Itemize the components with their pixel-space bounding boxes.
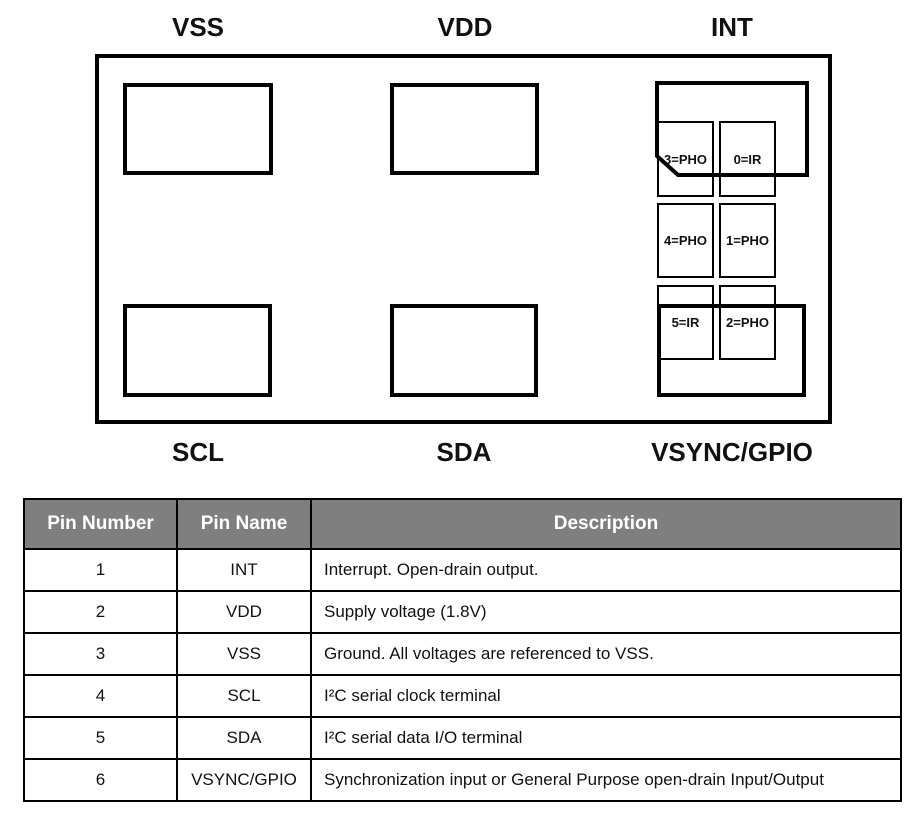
sensor-cell-1-pho: 1=PHO [719,203,776,278]
pin-number: 5 [23,716,178,760]
pin-name: SDA [176,716,312,760]
table-row: 6 VSYNC/GPIO Synchronization input or Ge… [23,758,902,802]
sensor-cell-label: 4=PHO [664,233,707,248]
header-pin-number: Pin Number [23,498,178,550]
pin-description: Synchronization input or General Purpose… [310,758,902,802]
sensor-cell-3-pho: 3=PHO [657,121,714,197]
pin-number: 6 [23,758,178,802]
sensor-cell-label: 1=PHO [726,233,769,248]
pad-scl [123,304,272,397]
pin-description: Interrupt. Open-drain output. [310,548,902,592]
table-header-row: Pin Number Pin Name Description [23,498,902,550]
sensor-cell-0-ir: 0=IR [719,121,776,197]
header-pin-name: Pin Name [176,498,312,550]
pin-description: I²C serial data I/O terminal [310,716,902,760]
pin-label-int: INT [711,12,753,42]
pin-name: VSYNC/GPIO [176,758,312,802]
table-row: 4 SCL I²C serial clock terminal [23,674,902,718]
pin-number: 1 [23,548,178,592]
pad-vdd [390,83,539,175]
pin-name: VSS [176,632,312,676]
pin-name: VDD [176,590,312,634]
sensor-cell-label: 0=IR [733,151,762,167]
sensor-cell-4-pho: 4=PHO [657,203,714,278]
table-row: 1 INT Interrupt. Open-drain output. [23,548,902,592]
pin-description-table: Pin Number Pin Name Description 1 INT In… [23,498,902,802]
pin-label-sda: SDA [436,437,492,467]
pin-configuration-diagram: VSS VDD INT 3=PHO 0=IR 4=PHO 1=PHO 5=IR [95,12,832,467]
pin-number: 3 [23,632,178,676]
pin-number: 2 [23,590,178,634]
pad-vsync-gpio [657,304,806,397]
pin-description: Supply voltage (1.8V) [310,590,902,634]
table-body: 1 INT Interrupt. Open-drain output. 2 VD… [23,548,902,802]
pin-label-scl: SCL [172,437,224,467]
pin-number: 4 [23,674,178,718]
pin-description: I²C serial clock terminal [310,674,902,718]
pin-label-vsync-gpio: VSYNC/GPIO [651,437,813,467]
pin-description: Ground. All voltages are referenced to V… [310,632,902,676]
sensor-cell-label: 5=IR [671,315,700,330]
header-description: Description [310,498,902,550]
sensor-cell-2-pho: 2=PHO [719,285,776,360]
pin-name: SCL [176,674,312,718]
table-header: Pin Number Pin Name Description [23,498,902,550]
sensor-cell-label: 3=PHO [664,151,707,167]
pin-label-vdd: VDD [437,12,493,42]
pin-label-vss: VSS [171,12,225,42]
pad-vss [123,83,273,175]
table-row: 3 VSS Ground. All voltages are reference… [23,632,902,676]
sensor-cell-label: 2=PHO [726,315,769,330]
table-row: 2 VDD Supply voltage (1.8V) [23,590,902,634]
table-row: 5 SDA I²C serial data I/O terminal [23,716,902,760]
pin-name: INT [176,548,312,592]
chip-outline [95,54,832,424]
sensor-cell-5-ir: 5=IR [657,285,714,360]
pad-sda [390,304,538,397]
